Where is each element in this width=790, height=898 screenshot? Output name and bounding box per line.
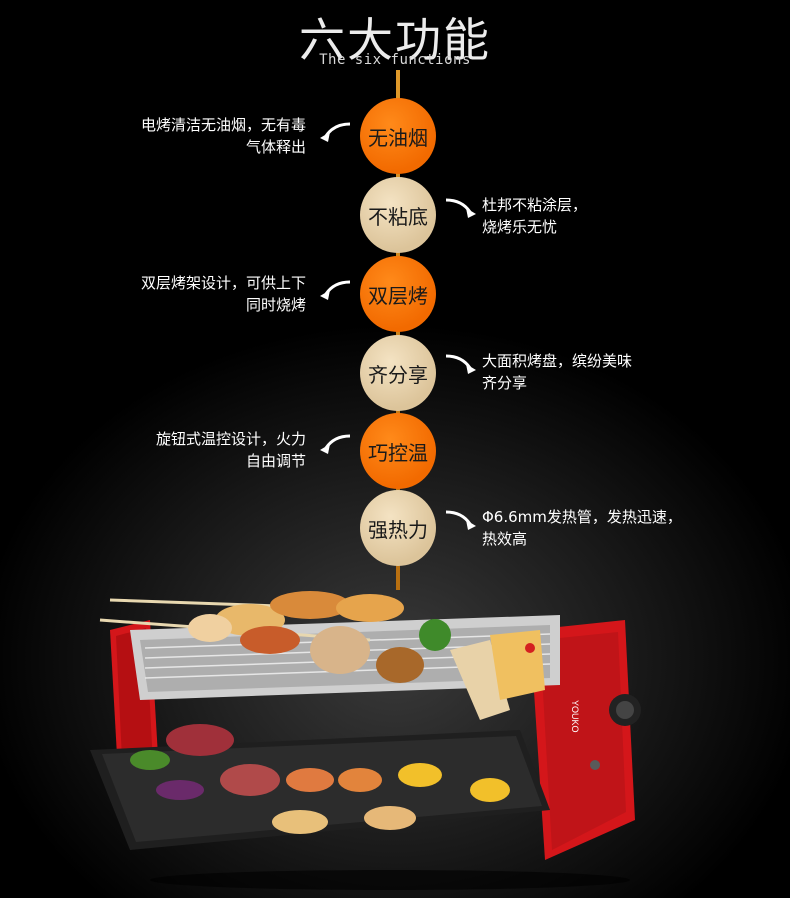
function-desc-2-line2: 烧烤乐无忧: [482, 218, 558, 236]
curved-arrow-icon: [320, 280, 351, 300]
function-desc-4-line2: 齐分享: [482, 374, 528, 392]
product-brand-text: YOUKO: [570, 700, 580, 733]
function-desc-3-line2: 同时烧烤: [245, 296, 306, 314]
function-node-4: 齐分享: [360, 335, 436, 411]
function-node-2: 不粘底: [360, 177, 436, 253]
function-desc-5: 旋钮式温控设计，火力 自由调节: [156, 428, 306, 472]
function-desc-6-line1: Φ6.6mm发热管，发热迅速，: [482, 508, 682, 526]
function-desc-3-line1: 双层烤架设计，可供上下: [140, 274, 306, 292]
function-desc-1-line1: 电烤清洁无油烟，无有毒: [140, 116, 306, 134]
function-desc-3: 双层烤架设计，可供上下 同时烧烤: [141, 272, 306, 316]
function-desc-5-line2: 自由调节: [245, 452, 306, 470]
function-node-5: 巧控温: [360, 413, 436, 489]
curved-arrow-icon: [445, 510, 476, 530]
function-desc-6: Φ6.6mm发热管，发热迅速， 热效高: [482, 506, 682, 550]
function-desc-2-line1: 杜邦不粘涂层，: [482, 196, 588, 214]
function-name-3: 双层烤: [368, 283, 428, 308]
function-node-1: 无油烟: [360, 98, 436, 174]
function-name-6: 强热力: [368, 517, 428, 542]
function-desc-2: 杜邦不粘涂层， 烧烤乐无忧: [482, 194, 587, 238]
function-desc-4: 大面积烤盘，缤纷美味 齐分享: [482, 350, 632, 394]
function-node-6: 强热力: [360, 490, 436, 566]
function-desc-6-line2: 热效高: [482, 530, 528, 548]
function-name-4: 齐分享: [368, 362, 428, 387]
curved-arrow-icon: [445, 354, 476, 374]
function-name-5: 巧控温: [368, 440, 428, 465]
function-desc-1: 电烤清洁无油烟，无有毒 气体释出: [141, 114, 306, 158]
function-name-2: 不粘底: [368, 204, 428, 229]
curved-arrow-icon: [445, 198, 476, 218]
electric-grill-product-image: YOUKO: [90, 591, 641, 890]
function-desc-1-line2: 气体释出: [245, 138, 306, 156]
function-node-3: 双层烤: [360, 256, 436, 332]
function-name-1: 无油烟: [368, 125, 428, 150]
page-title: 六大功能: [299, 13, 491, 67]
page-subtitle: The six functions: [319, 52, 471, 68]
function-desc-4-line1: 大面积烤盘，缤纷美味: [482, 352, 633, 370]
curved-arrow-icon: [320, 122, 351, 142]
function-desc-5-line1: 旋钮式温控设计，火力: [155, 430, 306, 448]
curved-arrow-icon: [320, 434, 351, 454]
